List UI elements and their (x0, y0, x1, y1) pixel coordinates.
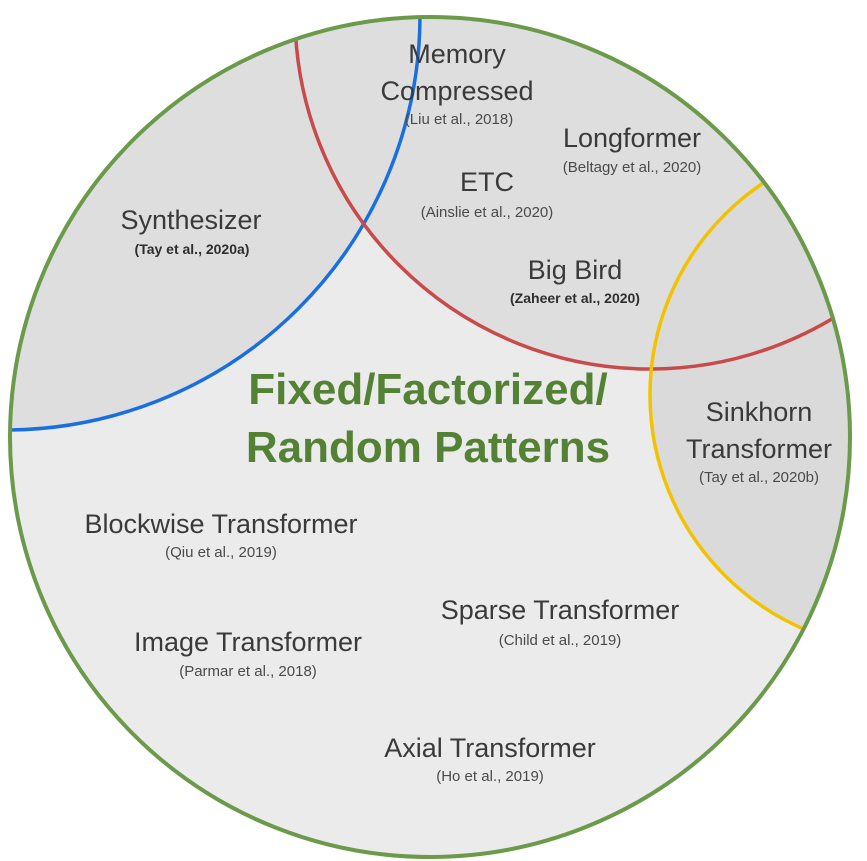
sinkhorn-label-line2: Transformer (686, 434, 832, 464)
synthesizer-label: Synthesizer (120, 205, 261, 235)
outer-circle-border (8, 15, 852, 859)
sparse-label: Sparse Transformer (441, 595, 680, 625)
sparse-citation: (Child et al., 2019) (499, 632, 622, 649)
synthesizer-citation: (Tay et al., 2020a) (135, 241, 250, 257)
image-citation: (Parmar et al., 2018) (179, 663, 317, 680)
big-bird-label: Big Bird (528, 255, 623, 285)
big-bird-citation: (Zaheer et al., 2020) (510, 290, 640, 306)
sinkhorn-region (650, 140, 850, 650)
synthesizer-region (10, 17, 420, 430)
category-title-line1: Fixed/Factorized/ (248, 365, 607, 414)
etc-citation: (Ainslie et al., 2020) (421, 204, 554, 221)
sinkhorn-boundary (648, 138, 850, 652)
memory-compressed-label-line2: Compressed (380, 76, 533, 106)
sinkhorn-citation: (Tay et al., 2020b) (699, 469, 819, 486)
blockwise-citation: (Qiu et al., 2019) (165, 544, 277, 561)
longformer-label: Longformer (563, 123, 701, 153)
image-label: Image Transformer (134, 627, 362, 657)
sinkhorn-label-line1: Sinkhorn (706, 397, 813, 427)
memory-compressed-citation: (Liu et al., 2018) (405, 111, 513, 128)
memory-compressed-label-line1: Memory (408, 39, 506, 69)
category-title-line2: Random Patterns (246, 423, 610, 472)
blockwise-label: Blockwise Transformer (84, 509, 357, 539)
axial-label: Axial Transformer (384, 733, 596, 763)
axial-citation: (Ho et al., 2019) (436, 768, 544, 785)
longformer-citation: (Beltagy et al., 2020) (563, 159, 701, 176)
etc-label: ETC (460, 167, 514, 197)
